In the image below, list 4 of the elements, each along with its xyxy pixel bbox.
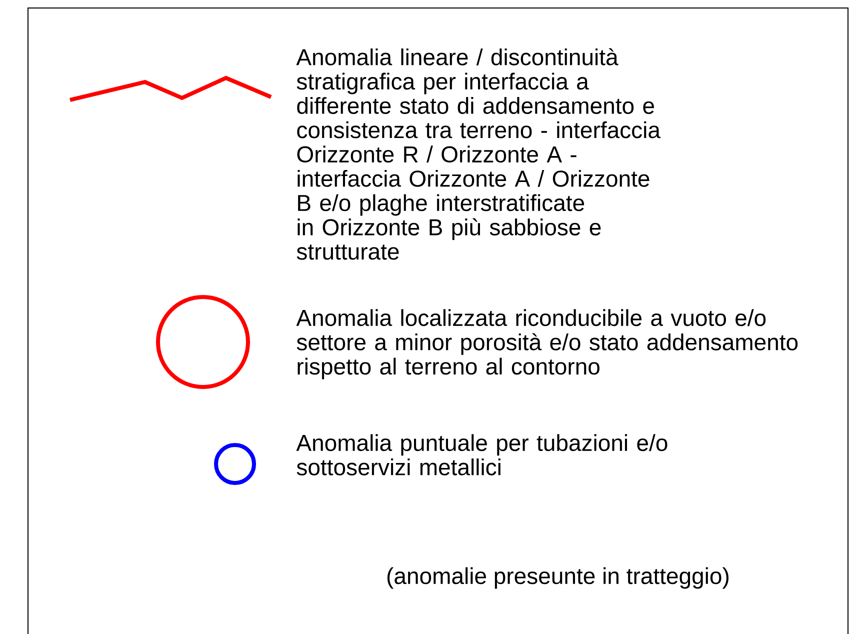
legend-entry: Anomalia localizzata riconducibile a vuoto e/o settore a minor porosità e/o stato addensamento rispetto al terreno al contorno [156, 294, 798, 389]
note-text: (anomalie preseunte in tratteggio) [387, 567, 728, 589]
legend-entry: Anomalia puntuale per tubazioni e/o sottoservizi metallici [214, 434, 668, 485]
legend-entry: Anomalia lineare / discontinuità stratigrafica per interfaccia a differente stato di addensamento e consistenza tra terreno - interfaccia Orizzonte R / Orizzonte A - interfaccia Orizzonte A / Orizzonte B e/o plaghe interstratificate in Orizzonte B più sabbiose e strutturate [70, 48, 660, 260]
